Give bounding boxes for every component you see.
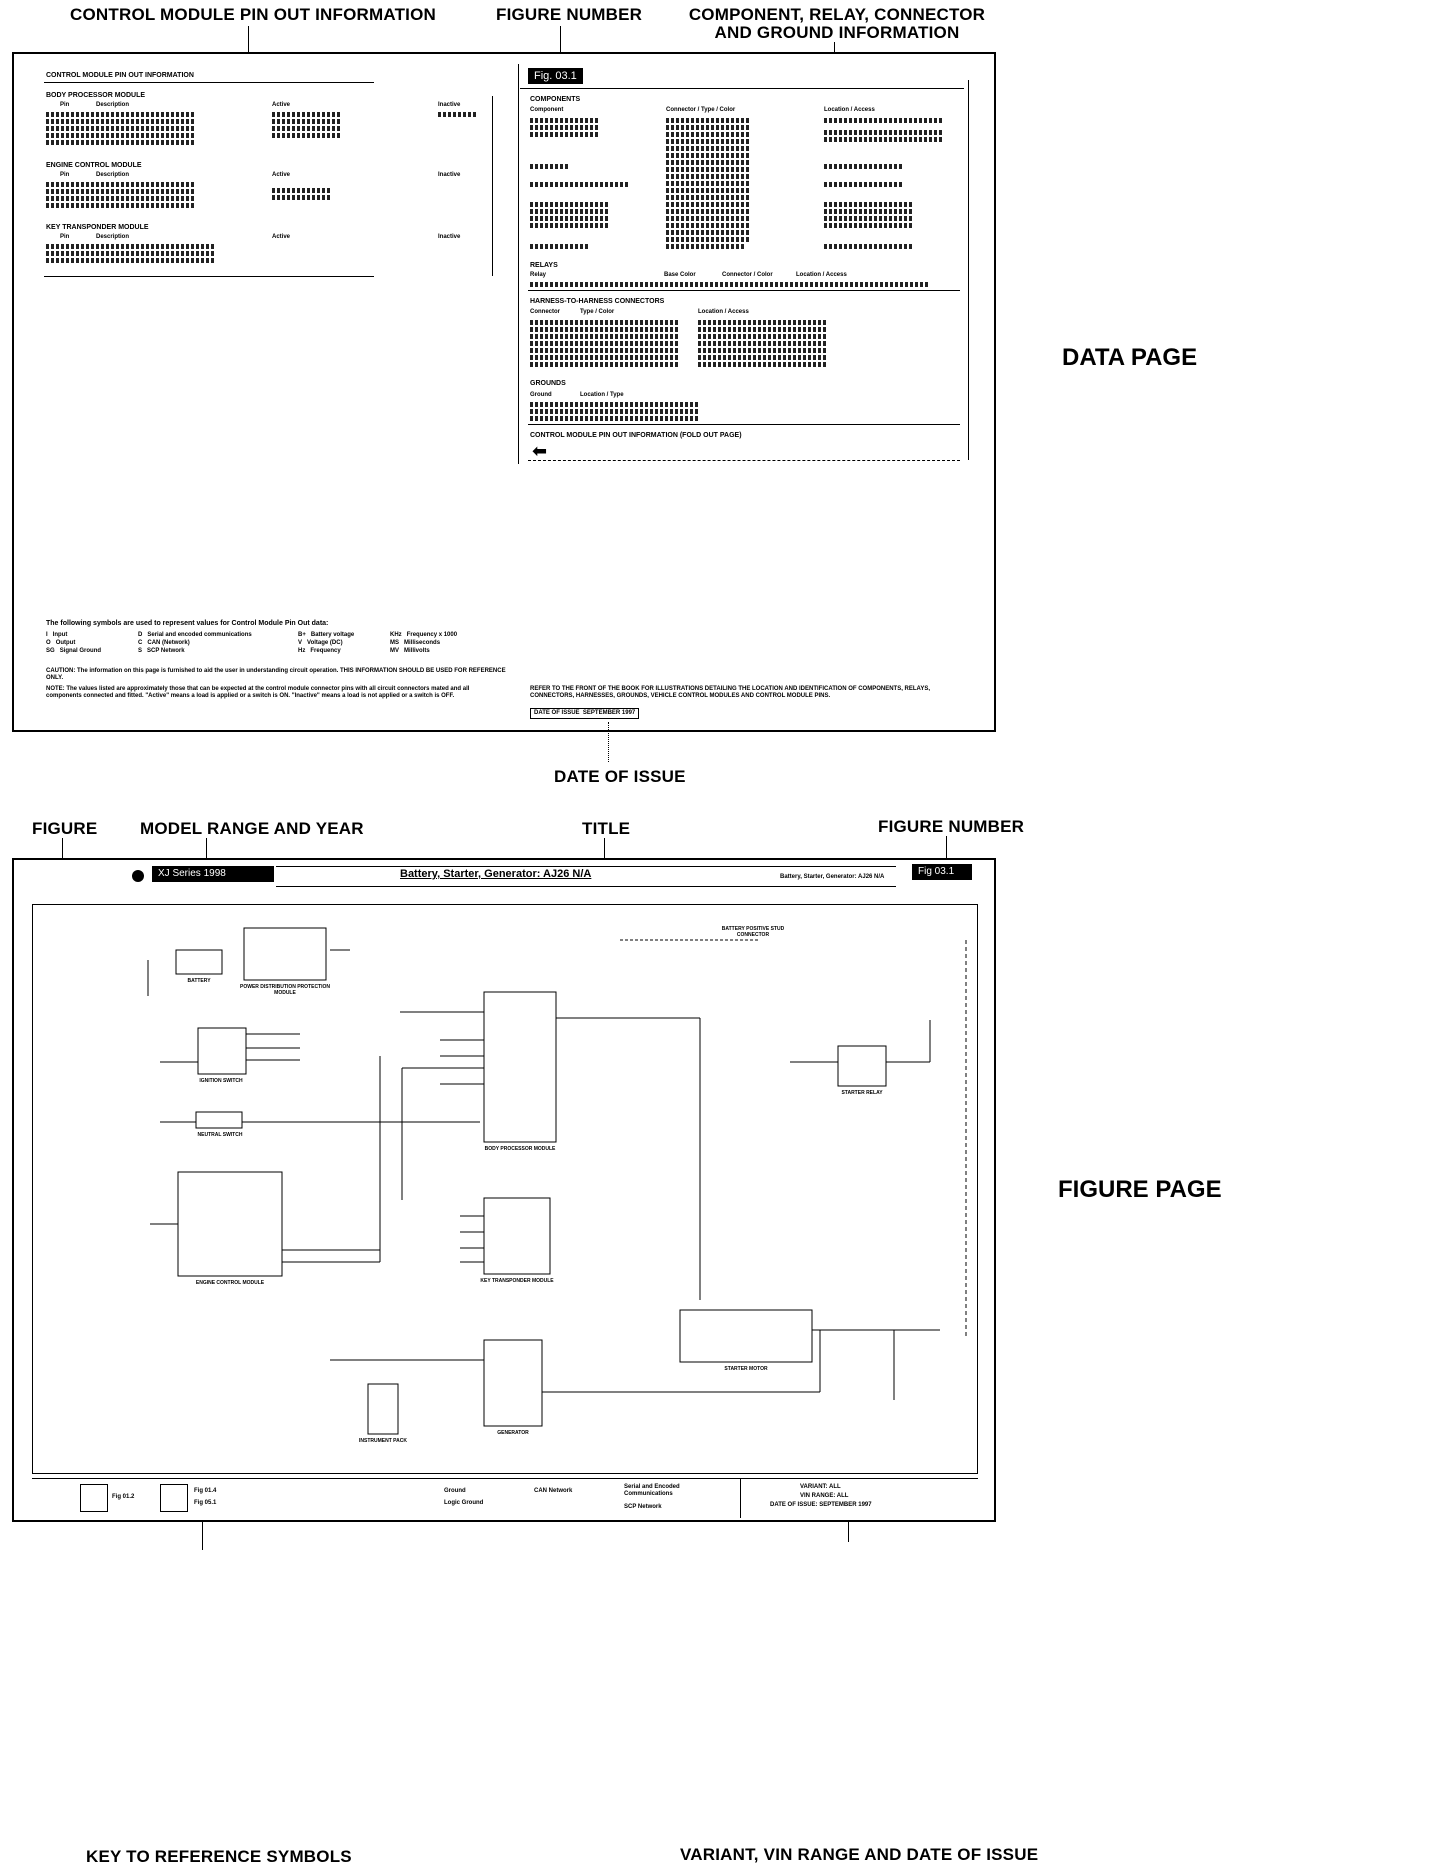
- key-fig-05-1: Fig 05.1: [194, 1500, 217, 1506]
- diagram-area: [32, 904, 978, 1474]
- variant-line-1: VARIANT: ALL: [800, 1484, 841, 1490]
- callout-figure-number-top: FIGURE NUMBER: [496, 5, 643, 24]
- col-connector: Connector / Type / Color: [666, 107, 736, 113]
- col-pin: Pin: [60, 234, 70, 240]
- component-starter-motor: STARTER MOTOR: [724, 1366, 768, 1372]
- col-relay-location: Location / Access: [796, 272, 847, 278]
- figure-title-small: Battery, Starter, Generator: AJ26 N/A: [780, 874, 885, 880]
- col-description: Description: [96, 172, 130, 178]
- figure-page-label: FIGURE PAGE: [1058, 1176, 1222, 1203]
- col-relay: Relay: [530, 272, 547, 278]
- component-instrument-pack: INSTRUMENT PACK: [359, 1438, 407, 1444]
- callout-figure-number-bottom: FIGURE NUMBER: [878, 817, 1025, 836]
- col-description: Description: [96, 234, 130, 240]
- callout-variant: VARIANT, VIN RANGE AND DATE OF ISSUE: [680, 1845, 1039, 1864]
- key-fig-01-4: Fig 01.4: [194, 1488, 217, 1494]
- figure-title: Battery, Starter, Generator: AJ26 N/A: [400, 868, 592, 880]
- component-pdpm: POWER DISTRIBUTION PROTECTION MODULE: [240, 984, 330, 996]
- col-ground-location: Location / Type: [580, 392, 624, 398]
- reference-key: Fig 01.2 Fig 01.4 Fig 05.1 Ground Logic …: [74, 1482, 736, 1516]
- module-key-transponder: KEY TRANSPONDER MODULE: [46, 224, 149, 231]
- col-connector-id: Connector: [530, 309, 560, 315]
- variant-line-3: DATE OF ISSUE: SEPTEMBER 1997: [770, 1502, 872, 1508]
- component-key-transponder: KEY TRANSPONDER MODULE: [480, 1278, 554, 1284]
- caution-text: CAUTION: The information on this page is…: [46, 668, 506, 681]
- col-inactive: Inactive: [438, 172, 461, 178]
- component-generator: GENERATOR: [497, 1430, 529, 1436]
- symbol-khz: KHz Frequency x 1000: [390, 632, 458, 638]
- symbol-s: S SCP Network: [138, 648, 185, 654]
- callout-model-range: MODEL RANGE AND YEAR: [140, 819, 364, 838]
- col-pin: Pin: [60, 102, 70, 108]
- component-battery: BATTERY: [187, 978, 211, 984]
- key-scp: SCP Network: [624, 1504, 662, 1510]
- key-ground: Ground: [444, 1488, 466, 1494]
- symbols-intro: The following symbols are used to repres…: [46, 620, 329, 627]
- key-serial: Serial and Encoded Communications: [624, 1484, 680, 1497]
- symbol-bplus: B+ Battery voltage: [298, 632, 355, 638]
- component-bpm: BODY PROCESSOR MODULE: [484, 1146, 556, 1152]
- key-can: CAN Network: [534, 1488, 573, 1494]
- components-heading: COMPONENTS: [530, 96, 581, 103]
- symbol-v: V Voltage (DC): [298, 640, 343, 646]
- pinout-heading: CONTROL MODULE PIN OUT INFORMATION: [46, 72, 194, 79]
- col-active: Active: [272, 172, 291, 178]
- col-type-color: Type / Color: [580, 309, 615, 315]
- component-ignition-switch: IGNITION SWITCH: [199, 1078, 243, 1084]
- harness-heading: HARNESS-TO-HARNESS CONNECTORS: [530, 298, 665, 305]
- symbol-i: I Input: [46, 632, 68, 638]
- callout-date-of-issue: DATE OF ISSUE: [554, 767, 686, 786]
- component-starter-relay: STARTER RELAY: [841, 1090, 883, 1096]
- col-base-color: Base Color: [664, 272, 696, 278]
- date-of-issue-box: DATE OF ISSUE SEPTEMBER 1997: [530, 708, 640, 719]
- back-arrow-icon: ⬅: [532, 441, 548, 461]
- col-inactive: Inactive: [438, 102, 461, 108]
- callout-control-module: CONTROL MODULE PIN OUT INFORMATION: [70, 5, 436, 24]
- col-active: Active: [272, 102, 291, 108]
- callout-component-info: COMPONENT, RELAY, CONNECTOR AND GROUND I…: [688, 5, 986, 42]
- module-body-processor: BODY PROCESSOR MODULE: [46, 92, 146, 99]
- key-logic-ground: Logic Ground: [444, 1500, 484, 1506]
- symbol-d: D Serial and encoded communications: [138, 632, 252, 638]
- model-range-badge: XJ Series 1998: [152, 866, 274, 882]
- symbol-sg: SG Signal Ground: [46, 648, 102, 654]
- col-location: Location / Access: [824, 107, 875, 113]
- col-relay-connector: Connector / Color: [722, 272, 773, 278]
- col-component: Component: [530, 107, 564, 113]
- symbol-mv: MV Millivolts: [390, 648, 430, 654]
- col-ground: Ground: [530, 392, 552, 398]
- data-fig-badge: Fig. 03.1: [528, 68, 583, 84]
- figure-fig-badge: Fig 03.1: [912, 864, 972, 880]
- note-text: NOTE: The values listed are approximatel…: [46, 686, 470, 699]
- callout-key-symbols: KEY TO REFERENCE SYMBOLS: [86, 1847, 352, 1866]
- key-fig-01-2: Fig 01.2: [112, 1494, 135, 1500]
- callout-title: TITLE: [582, 819, 631, 838]
- foldout-text: CONTROL MODULE PIN OUT INFORMATION (FOLD…: [530, 432, 742, 439]
- refer-text: REFER TO THE FRONT OF THE BOOK FOR ILLUS…: [530, 686, 930, 699]
- symbol-o: O Output: [46, 640, 76, 646]
- symbol-hz: Hz Frequency: [298, 648, 341, 654]
- col-description: Description: [96, 102, 130, 108]
- symbol-ms: MS Milliseconds: [390, 640, 441, 646]
- col-inactive: Inactive: [438, 234, 461, 240]
- data-page-label: DATA PAGE: [1062, 344, 1198, 371]
- component-stud-connector: BATTERY POSITIVE STUD CONNECTOR: [721, 926, 785, 938]
- jaguar-logo: [132, 870, 144, 882]
- component-neutral-switch: NEUTRAL SWITCH: [197, 1132, 243, 1138]
- grounds-heading: GROUNDS: [530, 380, 566, 387]
- col-pin: Pin: [60, 172, 70, 178]
- module-engine-control: ENGINE CONTROL MODULE: [46, 162, 142, 169]
- callout-figure: FIGURE: [32, 819, 98, 838]
- variant-line-2: VIN RANGE: ALL: [800, 1493, 849, 1499]
- symbol-c: C CAN (Network): [138, 640, 190, 646]
- component-ecm: ENGINE CONTROL MODULE: [195, 1280, 265, 1286]
- col-active: Active: [272, 234, 291, 240]
- relays-heading: RELAYS: [530, 262, 558, 269]
- col-harness-location: Location / Access: [698, 309, 749, 315]
